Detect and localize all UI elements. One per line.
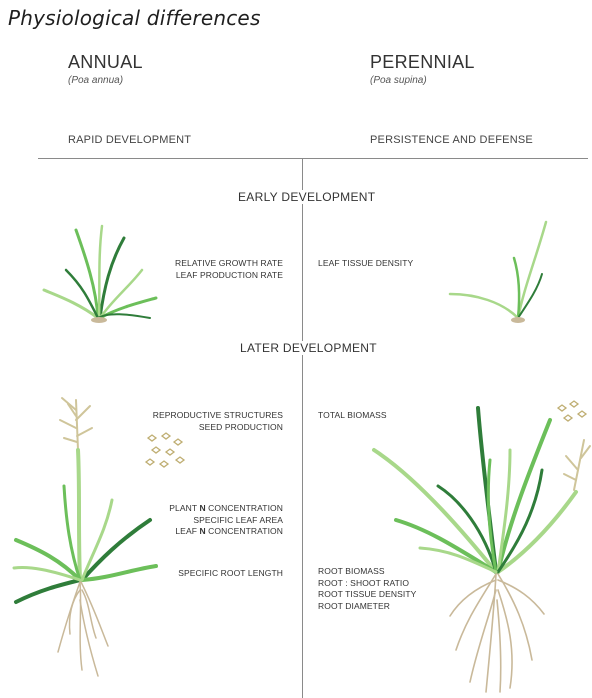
later-annual-traits-reproductive: REPRODUCTIVE STRUCTURES SEED PRODUCTION: [153, 410, 283, 433]
perennial-seeds-illustration: [554, 400, 588, 424]
center-divider: [302, 158, 303, 698]
annual-species: (Poa annua): [68, 75, 123, 86]
annual-seeds-illustration: [140, 432, 190, 472]
header-divider: [38, 158, 588, 159]
trait-item: SPECIFIC LEAF AREA: [169, 515, 283, 527]
perennial-heading: PERENNIAL: [370, 52, 475, 73]
annual-mature-plant-illustration: [10, 390, 160, 680]
trait-item: REPRODUCTIVE STRUCTURES: [153, 410, 283, 422]
trait-item: LEAF N CONCENTRATION: [169, 526, 283, 538]
trait-item: PLANT N CONCENTRATION: [169, 503, 283, 515]
later-annual-traits-nitrogen: PLANT N CONCENTRATION SPECIFIC LEAF AREA…: [169, 503, 283, 538]
perennial-mature-plant-illustration: [360, 400, 590, 695]
perennial-seedling-illustration: [446, 218, 566, 328]
annual-theme: RAPID DEVELOPMENT: [68, 134, 191, 146]
early-annual-traits: RELATIVE GROWTH RATE LEAF PRODUCTION RAT…: [175, 258, 283, 281]
trait-item: RELATIVE GROWTH RATE: [175, 258, 283, 270]
trait-item: SPECIFIC ROOT LENGTH: [178, 568, 283, 580]
later-annual-traits-root: SPECIFIC ROOT LENGTH: [178, 568, 283, 580]
stage-later-label: LATER DEVELOPMENT: [236, 341, 381, 355]
stage-early-label: EARLY DEVELOPMENT: [234, 190, 379, 204]
perennial-species: (Poa supina): [370, 75, 427, 86]
annual-heading: ANNUAL: [68, 52, 143, 73]
perennial-theme: PERSISTENCE AND DEFENSE: [370, 134, 533, 146]
trait-item: LEAF PRODUCTION RATE: [175, 270, 283, 282]
page-title: Physiological differences: [8, 6, 261, 30]
annual-seedling-illustration: [38, 218, 178, 338]
early-perennial-traits: LEAF TISSUE DENSITY: [318, 258, 413, 270]
trait-item: LEAF TISSUE DENSITY: [318, 258, 413, 270]
